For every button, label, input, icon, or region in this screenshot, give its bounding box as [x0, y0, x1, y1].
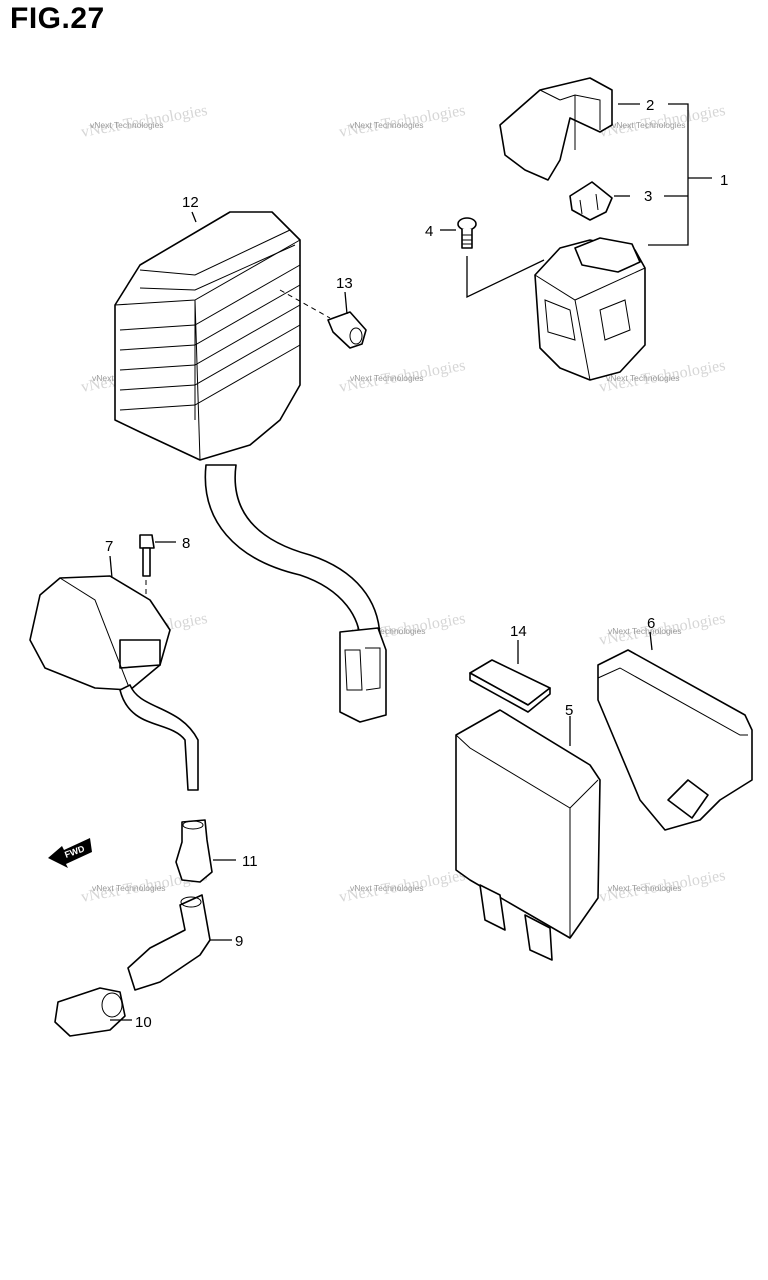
watermark: vNext Technologies: [608, 883, 682, 893]
callout-2: 2: [646, 97, 654, 114]
part-11-boot: [175, 819, 213, 883]
part-2-relay-cover: [499, 77, 613, 181]
callout-numbers: 1 2 3 4 5 6 7 8 9 10 11 12 13 14: [105, 97, 728, 1031]
callout-9: 9: [235, 933, 243, 950]
watermark: vNext Technologies: [612, 120, 686, 130]
part-8-bolt: [139, 534, 155, 577]
part-13-bolt: [327, 311, 367, 349]
fwd-arrow-icon: FWD: [48, 838, 92, 868]
callout-leaders: [109, 103, 712, 1021]
callout-8: 8: [182, 535, 190, 552]
coil-lead: [119, 684, 199, 791]
watermark: vNext Technologies: [352, 626, 426, 636]
watermark: vNext Technologies: [350, 883, 424, 893]
part-5-cdi-unit: [455, 709, 601, 961]
part-6-case: [597, 649, 753, 831]
callout-1: 1: [720, 172, 728, 189]
callout-12: 12: [182, 194, 199, 211]
leader-13-dash: [279, 289, 331, 319]
callout-10: 10: [135, 1014, 152, 1031]
callout-3: 3: [644, 188, 652, 205]
watermark: vNext Technologies: [608, 626, 682, 636]
callout-11: 11: [242, 853, 258, 870]
regulator-cable: [204, 464, 381, 641]
callout-13: 13: [336, 275, 353, 292]
part-7-ignition-coil: [29, 575, 171, 691]
watermark: vNext Technologies: [90, 120, 164, 130]
callout-5: 5: [565, 702, 573, 719]
watermark: vNext Technologies: [606, 373, 680, 383]
watermarks: vNext Technologies vNext Technologies vN…: [80, 102, 727, 906]
callout-14: 14: [510, 623, 527, 640]
part-10-cover: [54, 987, 126, 1037]
callout-6: 6: [647, 615, 655, 632]
part-12-regulator: [114, 211, 301, 461]
watermark: vNext Technologies: [92, 883, 166, 893]
callout-4: 4: [425, 223, 433, 240]
regulator-connector: [339, 627, 387, 723]
watermark: vNext Technologies: [350, 373, 424, 383]
figure-title: FIG.27: [10, 2, 105, 35]
watermark: vNext Technologies: [350, 120, 424, 130]
callout-7: 7: [105, 538, 113, 555]
leader-4-line: [466, 256, 545, 299]
part-9-plug-cap: [127, 894, 211, 991]
part-14-pad: [469, 659, 551, 713]
part-3-fuse: [569, 181, 613, 221]
part-4-screw: [457, 217, 477, 249]
part-1-starter-relay: [534, 237, 646, 381]
